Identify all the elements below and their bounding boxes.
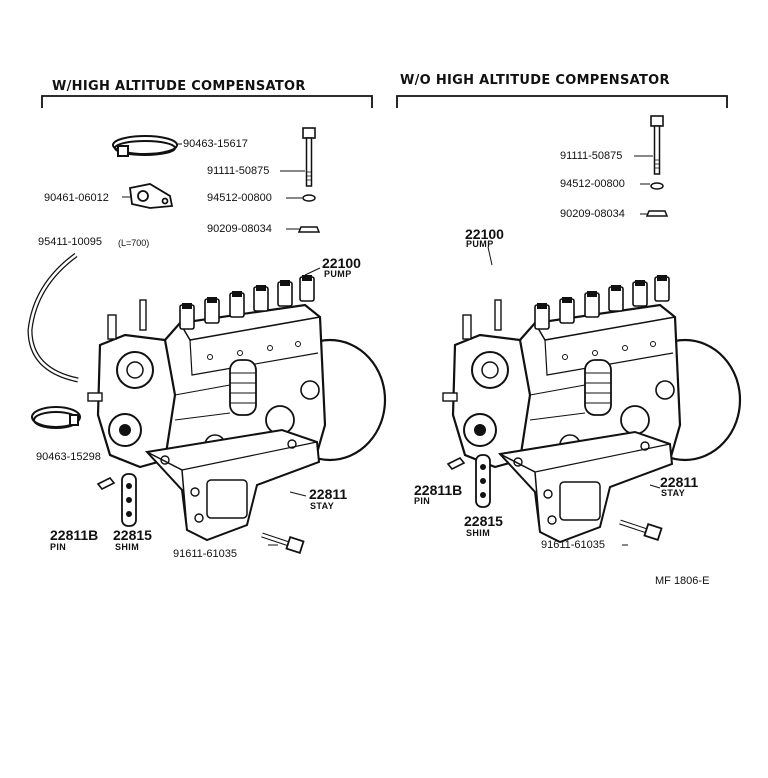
left-section-bracket <box>41 95 373 108</box>
left-bracket <box>129 183 174 209</box>
left-clamp-top <box>112 135 178 157</box>
label-hose-length: (L=700) <box>118 238 150 248</box>
right-pin <box>447 457 465 470</box>
label-pump-number-right: 22100 <box>465 226 504 242</box>
left-section-title: W/HIGH ALTITUDE COMPENSATOR <box>52 79 306 94</box>
label-nut-left: 90209-08034 <box>207 223 272 235</box>
left-stay-bolt <box>262 535 304 553</box>
label-stay-number-right: 22811 <box>660 474 699 490</box>
label-shim-number-right: 22815 <box>464 513 503 529</box>
label-washer-left: 94512-00800 <box>207 192 272 204</box>
label-shim-right: SHIM <box>466 528 491 538</box>
label-pin-left: PIN <box>50 542 67 552</box>
right-stay-bolt <box>620 522 662 540</box>
figure-code: MF 1806-E <box>655 575 710 587</box>
label-bolt-left: 91111-50875 <box>207 165 270 177</box>
label-pin-right: PIN <box>414 496 431 506</box>
label-stay-right: STAY <box>661 488 686 498</box>
right-shim <box>475 454 491 508</box>
label-bracket: 90461-06012 <box>44 192 109 204</box>
right-section-title: W/O HIGH ALTITUDE COMPENSATOR <box>400 73 670 88</box>
left-long-bolt <box>302 127 316 187</box>
label-hose: 95411-10095 <box>38 236 103 248</box>
right-nut <box>645 210 669 217</box>
label-shim-number-left: 22815 <box>113 527 152 543</box>
left-nut <box>297 226 321 233</box>
left-washer <box>302 194 316 202</box>
label-nut-right: 90209-08034 <box>560 208 625 220</box>
label-bolt-right: 91111-50875 <box>560 150 623 162</box>
leader-lines <box>109 143 661 546</box>
label-shim-left: SHIM <box>115 542 140 552</box>
left-pin <box>97 477 115 490</box>
left-shim <box>121 473 137 527</box>
label-pin-number-left: 22811B <box>50 527 99 543</box>
label-pump-number-left: 22100 <box>322 255 361 271</box>
label-pin-number-right: 22811B <box>414 482 463 498</box>
label-clamp-top: 90463-15617 <box>183 138 248 150</box>
label-stay-number-left: 22811 <box>309 486 348 502</box>
left-clamp-bottom <box>31 406 81 429</box>
right-washer <box>650 182 664 190</box>
label-pump-right: PUMP <box>466 239 494 249</box>
label-stay-bolt-right: 91611-61035 <box>541 539 606 551</box>
right-long-bolt <box>650 115 664 175</box>
right-section-bracket <box>396 95 728 108</box>
label-stay-left: STAY <box>310 501 335 511</box>
label-washer-right: 94512-00800 <box>560 178 625 190</box>
label-pump-left: PUMP <box>324 269 352 279</box>
label-clamp-bottom: 90463-15298 <box>36 451 101 463</box>
label-stay-bolt-left: 91611-61035 <box>173 548 238 560</box>
